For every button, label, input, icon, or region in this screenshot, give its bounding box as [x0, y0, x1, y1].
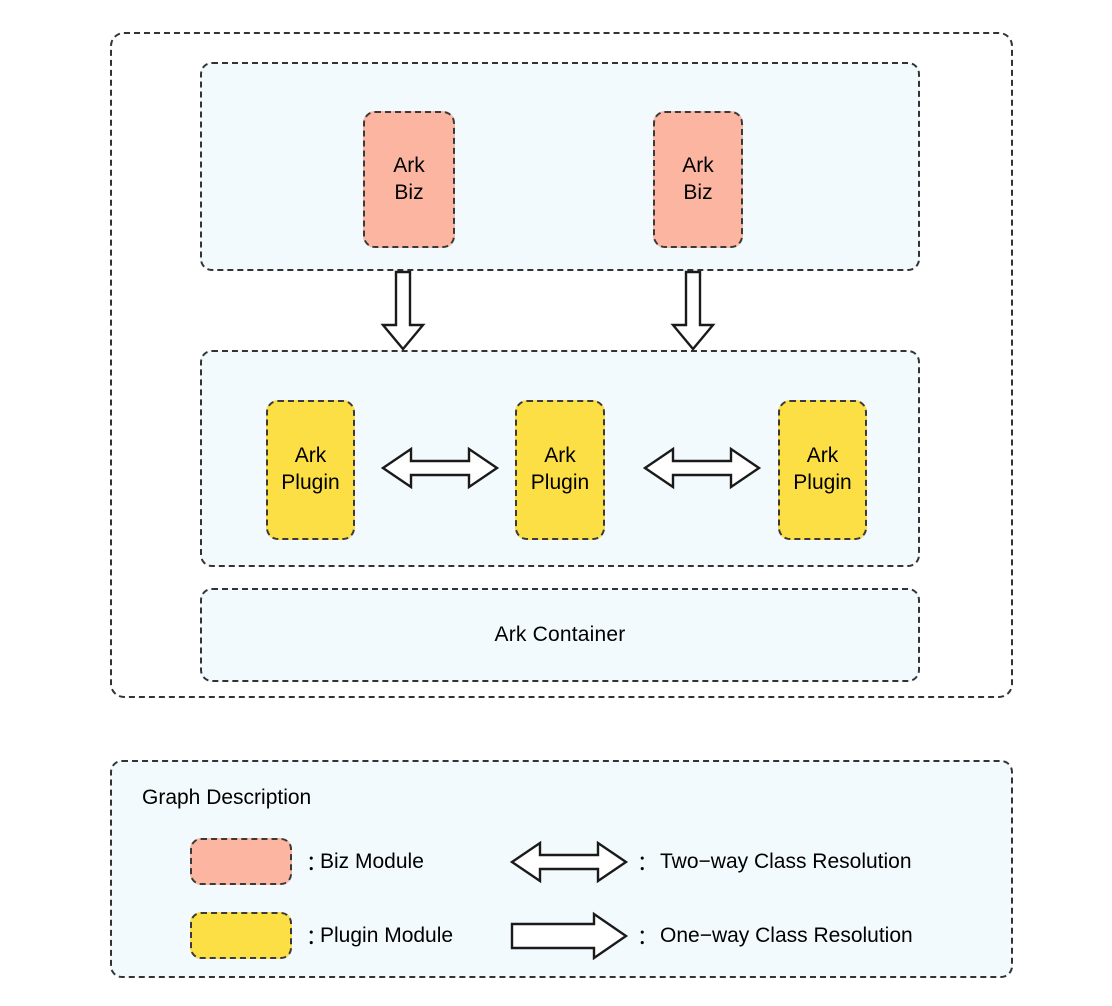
arrow-down-one-way-icon-2 [670, 270, 716, 351]
legend-colon-shape-1: ： [306, 852, 327, 875]
legend-label-one-way-resolution: One−way Class Resolution [660, 924, 913, 947]
arrow-down-one-way-icon-1 [380, 270, 426, 351]
ark-biz-node-1-line2: Biz [394, 180, 424, 204]
ark-container-panel: Ark Container [200, 588, 920, 682]
legend-colon-arrow-1: ： [637, 852, 658, 875]
ark-plugin-node-3-line2: Plugin [793, 471, 852, 494]
ark-plugin-node-1-line2: Plugin [281, 471, 340, 494]
arrow-two-way-icon-2 [642, 444, 762, 492]
legend-colon-shape-2: ： [306, 926, 327, 949]
ark-biz-node-1[interactable]: Ark Biz [363, 111, 455, 248]
ark-biz-node-2-line1: Ark [682, 153, 714, 177]
ark-plugin-node-1[interactable]: Ark Plugin [266, 400, 355, 540]
legend-label-plugin-module: Plugin Module [320, 924, 454, 947]
legend-label-biz-module: Biz Module [320, 850, 424, 873]
ark-plugin-node-2-line1: Ark [544, 444, 576, 468]
arrow-one-way-icon-legend [510, 911, 629, 961]
plugin-module-swatch [190, 912, 292, 959]
ark-plugin-node-2-line2: Plugin [530, 471, 590, 494]
ark-plugin-node-3[interactable]: Ark Plugin [778, 400, 867, 540]
ark-biz-node-2-line2: Biz [683, 180, 713, 204]
legend-label-two-way-resolution: Two−way Class Resolution [660, 850, 912, 873]
biz-module-swatch [190, 838, 292, 885]
graph-description-legend: Graph Description ： Biz Module ： Two−way… [110, 760, 1013, 978]
arrow-two-way-icon-1 [380, 444, 500, 492]
arrow-two-way-icon-legend [509, 838, 629, 886]
legend-row: ： Plugin Module ： One−way Class Resoluti… [112, 911, 1011, 961]
legend-colon-arrow-2: ： [637, 926, 658, 949]
legend-row: ： Biz Module ： Two−way Class Resolution [112, 838, 1011, 886]
ark-plugin-node-3-line1: Ark [806, 444, 839, 468]
ark-biz-node-1-line1: Ark [393, 153, 425, 177]
ark-plugin-node-2[interactable]: Ark Plugin [515, 400, 605, 540]
ark-plugin-node-1-line1: Ark [294, 444, 327, 468]
legend-title: Graph Description [142, 786, 312, 809]
biz-layer-panel [200, 62, 920, 271]
ark-biz-node-2[interactable]: Ark Biz [653, 111, 743, 248]
ark-container-label: Ark Container [494, 623, 626, 646]
architecture-outer-frame [110, 32, 1013, 698]
